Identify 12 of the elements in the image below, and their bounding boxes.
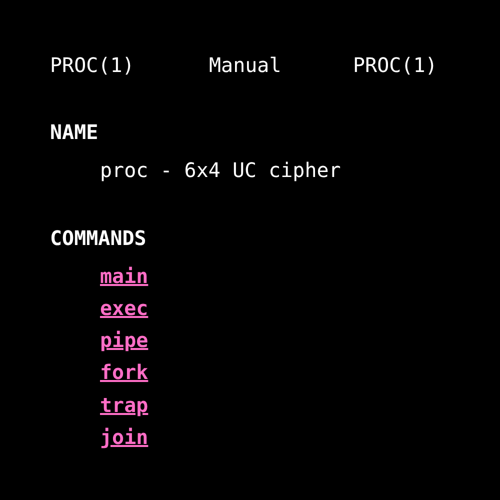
command-link: main [100,264,148,288]
section-heading: COMMANDS [50,226,146,250]
command-link: join [100,425,148,449]
section-heading: NAME [50,120,98,144]
description-text: proc - 6x4 UC cipher [100,158,341,182]
command-link: exec [100,296,148,320]
header-text: PROC(1) [50,53,134,77]
header-text: PROC(1) [353,53,438,77]
header-text: Manual [209,53,282,77]
command-link: trap [100,393,148,417]
command-link: pipe [100,328,148,352]
command-link: fork [100,360,148,384]
